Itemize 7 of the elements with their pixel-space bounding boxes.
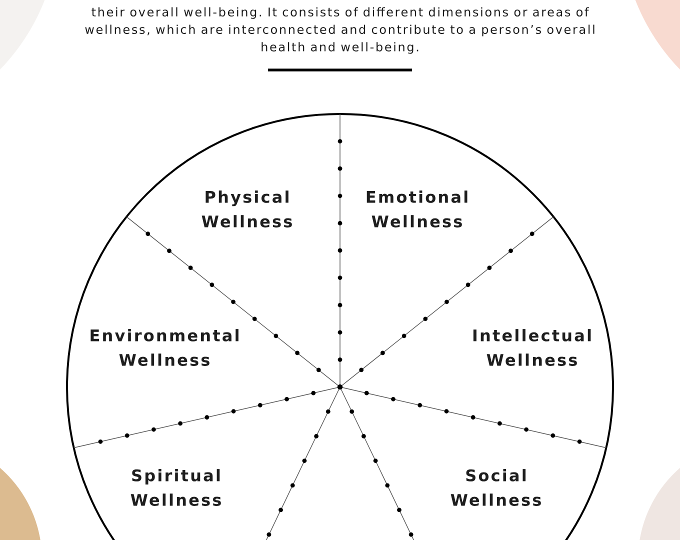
sector-label: Physical Wellness: [202, 190, 292, 228]
sector-label: Social Wellness: [450, 469, 541, 506]
sector-label: Spiritual Wellness: [130, 469, 221, 506]
sector-label: Environmental Wellness: [90, 329, 238, 366]
description-text: their overall well-being. It consists of different dimensions or areas of wellness, which are interconnected and contribute to a person’s overall health and well-being.: [85, 7, 594, 54]
sector-label: Intellectual Wellness: [473, 329, 591, 366]
sector-label: Emotional Wellness: [366, 190, 468, 228]
